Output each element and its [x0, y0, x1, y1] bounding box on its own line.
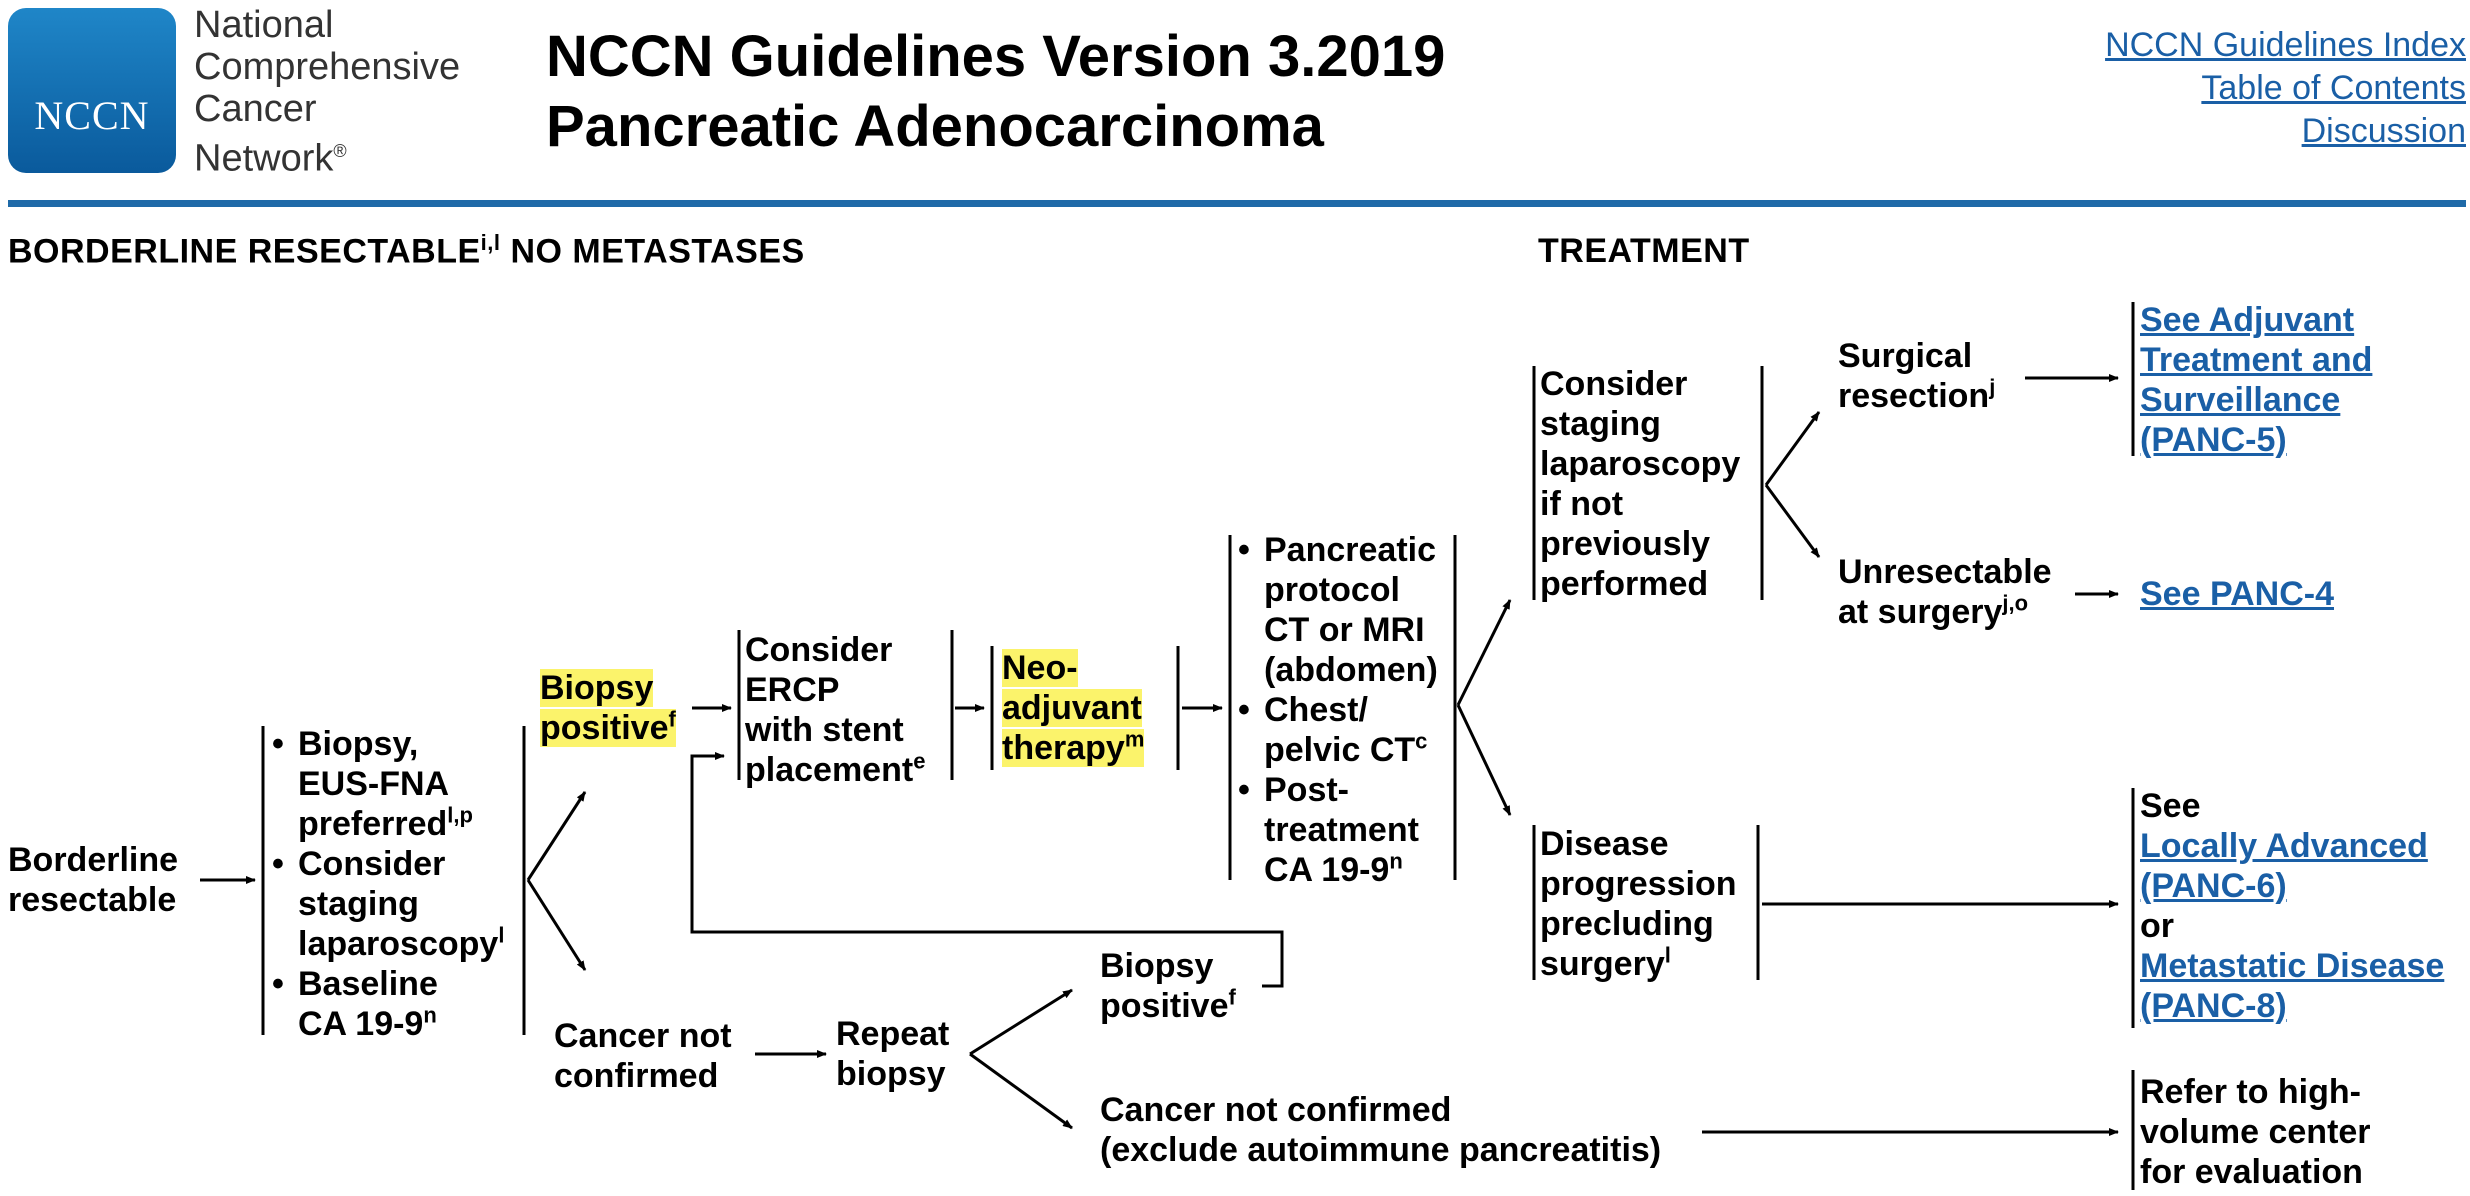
panc6-link[interactable]: (PANC-6)	[2140, 867, 2287, 905]
title-topic: Pancreatic Adenocarcinoma	[546, 94, 1324, 159]
org-line: National	[194, 4, 334, 46]
unresectable-node: Unresectable at surgeryj,o	[1838, 553, 2052, 631]
arrow-loop-to-ercp	[690, 752, 1284, 988]
repeat-biopsy-node: Repeat biopsy	[836, 1015, 950, 1093]
staging-laparoscopy-node: Consider staging laparoscopy if not prev…	[1540, 365, 1741, 603]
cancer-not-confirmed-autoimmune-node: Cancer not confirmed (exclude autoimmune…	[1100, 1091, 1662, 1169]
page-title: NCCN Guidelines Version 3.2019 Pancreati…	[546, 22, 1445, 162]
biopsy-positive-node: Biopsy positivef	[540, 669, 676, 747]
locally-advanced-link[interactable]: Locally Advanced	[2140, 827, 2428, 865]
treatment-heading: TREATMENT	[1538, 232, 1750, 270]
ercp-node: Consider ERCP with stent placemente	[745, 631, 926, 789]
org-line: Cancer	[194, 88, 317, 130]
biopsy-positive-node-2: Biopsy positivef	[1100, 947, 1236, 1025]
disease-progression-node: Disease progression precluding surgeryl	[1540, 825, 1737, 983]
borderline-resectable-node: Borderline resectable	[8, 841, 179, 919]
arrow-to-biopsy-positive-2	[969, 988, 1073, 1056]
neoadjuvant-therapy-node: Neo- adjuvant therapym	[1002, 649, 1145, 767]
restaging-chest-item: Chest/pelvic CTc	[1234, 690, 1438, 770]
section-title: BORDERLINE RESECTABLEi,l NO METASTASES	[8, 230, 805, 271]
title-version: NCCN Guidelines Version 3.2019	[546, 24, 1446, 89]
header-nav: NCCN Guidelines Index Table of Contents …	[2105, 24, 2466, 153]
arrow-to-staging-lap	[1456, 599, 1512, 706]
arrow-to-disease-progression	[1456, 704, 1512, 816]
panc8-link[interactable]: (PANC-8)	[2140, 987, 2287, 1025]
refer-high-volume-node: Refer to high- volume center for evaluat…	[2140, 1073, 2371, 1191]
arrow-to-cancer-not-confirmed-2	[969, 1052, 1073, 1130]
surgical-resection-node: Surgical resectionj	[1838, 337, 1996, 415]
arrow-to-cancer-not-confirmed	[526, 879, 587, 971]
see-panc4-link[interactable]: See PANC-4	[2140, 575, 2334, 613]
organization-name: National Comprehensive Cancer Network®	[194, 4, 460, 180]
nccn-logo	[8, 8, 176, 173]
registered-mark: ®	[333, 141, 347, 161]
header-divider	[8, 200, 2466, 207]
see-locally-advanced-block: See Locally Advanced (PANC-6) or Metasta…	[2140, 786, 2444, 1026]
or-label: or	[2140, 907, 2174, 945]
see-label: See	[2140, 787, 2201, 825]
org-line: Network®	[194, 137, 347, 180]
metastatic-disease-link[interactable]: Metastatic Disease	[2140, 947, 2445, 985]
guidelines-index-link[interactable]: NCCN Guidelines Index	[2105, 26, 2466, 64]
discussion-link[interactable]: Discussion	[2301, 112, 2466, 150]
cancer-not-confirmed-node: Cancer not confirmed	[554, 1017, 732, 1095]
arrow-to-surgical-resection	[1764, 411, 1821, 486]
table-of-contents-link[interactable]: Table of Contents	[2201, 69, 2466, 107]
logo-text: NCCN	[34, 93, 150, 138]
arrow-to-biopsy-positive	[526, 791, 587, 881]
see-adjuvant-link[interactable]: See Adjuvant Treatment and Surveillance …	[2140, 301, 2373, 459]
org-line: Comprehensive	[194, 46, 461, 88]
arrow-to-unresectable	[1764, 484, 1821, 558]
